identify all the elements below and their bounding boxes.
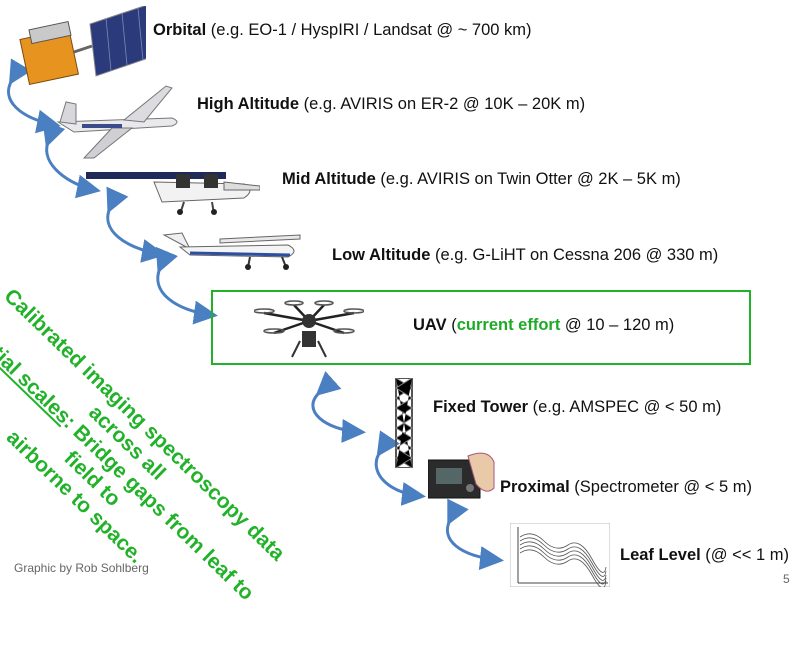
drone-icon: [254, 300, 364, 358]
level-orbital: Orbital (e.g. EO-1 / HyspIRI / Landsat @…: [153, 21, 532, 40]
arrow-4: [155, 246, 218, 325]
tower-icon: [395, 378, 413, 468]
level-detail: (e.g. EO-1 / HyspIRI / Landsat @ ~ 700 k…: [206, 21, 532, 39]
level-detail-close: @ 10 – 120 m): [560, 316, 675, 334]
level-proximal: Proximal (Spectrometer @ < 5 m): [500, 478, 752, 497]
level-name: High Altitude: [197, 95, 300, 113]
page-number: 5: [783, 572, 790, 586]
uav-highlight-box: [211, 290, 751, 365]
cessna-plane-icon: [162, 232, 301, 270]
level-name: Proximal: [500, 478, 570, 496]
level-name: Leaf Level: [620, 546, 701, 564]
level-name: Orbital: [153, 21, 207, 39]
level-mid-altitude: Mid Altitude (e.g. AVIRIS on Twin Otter …: [282, 170, 681, 189]
satellite-icon: [19, 6, 146, 86]
level-detail: (e.g. AMSPEC @ < 50 m): [528, 398, 722, 416]
level-name: UAV: [413, 316, 447, 334]
arrow-7: [446, 498, 504, 571]
level-detail-open: (: [446, 316, 457, 334]
arrow-5: [311, 371, 366, 443]
level-detail: (e.g. AVIRIS on Twin Otter @ 2K – 5K m): [375, 170, 681, 188]
level-detail: (@ << 1 m): [700, 546, 789, 564]
arrow-3: [106, 186, 166, 263]
arrow-2: [42, 121, 101, 199]
level-name: Mid Altitude: [282, 170, 376, 188]
connector-arrows: [7, 58, 504, 571]
level-detail: (Spectrometer @ < 5 m): [569, 478, 752, 496]
arrow-6: [374, 430, 426, 506]
level-name: Low Altitude: [332, 246, 431, 264]
graphic-credit: Graphic by Rob Sohlberg: [14, 561, 149, 575]
current-effort-highlight: current effort: [456, 316, 561, 334]
level-leaf: Leaf Level (@ << 1 m): [620, 546, 789, 565]
twin-otter-plane-icon: [86, 172, 260, 215]
spectra-plot-icon: [510, 523, 610, 587]
level-low-altitude: Low Altitude (e.g. G-LiHT on Cessna 206 …: [332, 246, 718, 265]
high-altitude-jet-icon: [56, 85, 178, 159]
level-fixed-tower: Fixed Tower (e.g. AMSPEC @ < 50 m): [433, 398, 721, 417]
level-high-altitude: High Altitude (e.g. AVIRIS on ER-2 @ 10K…: [197, 95, 585, 114]
level-detail: (e.g. AVIRIS on ER-2 @ 10K – 20K m): [299, 95, 586, 113]
level-detail: (e.g. G-LiHT on Cessna 206 @ 330 m): [430, 246, 719, 264]
level-name: Fixed Tower: [433, 398, 529, 416]
level-uav: UAV (current effort @ 10 – 120 m): [413, 316, 674, 335]
spectrometer-icon: [428, 452, 495, 499]
